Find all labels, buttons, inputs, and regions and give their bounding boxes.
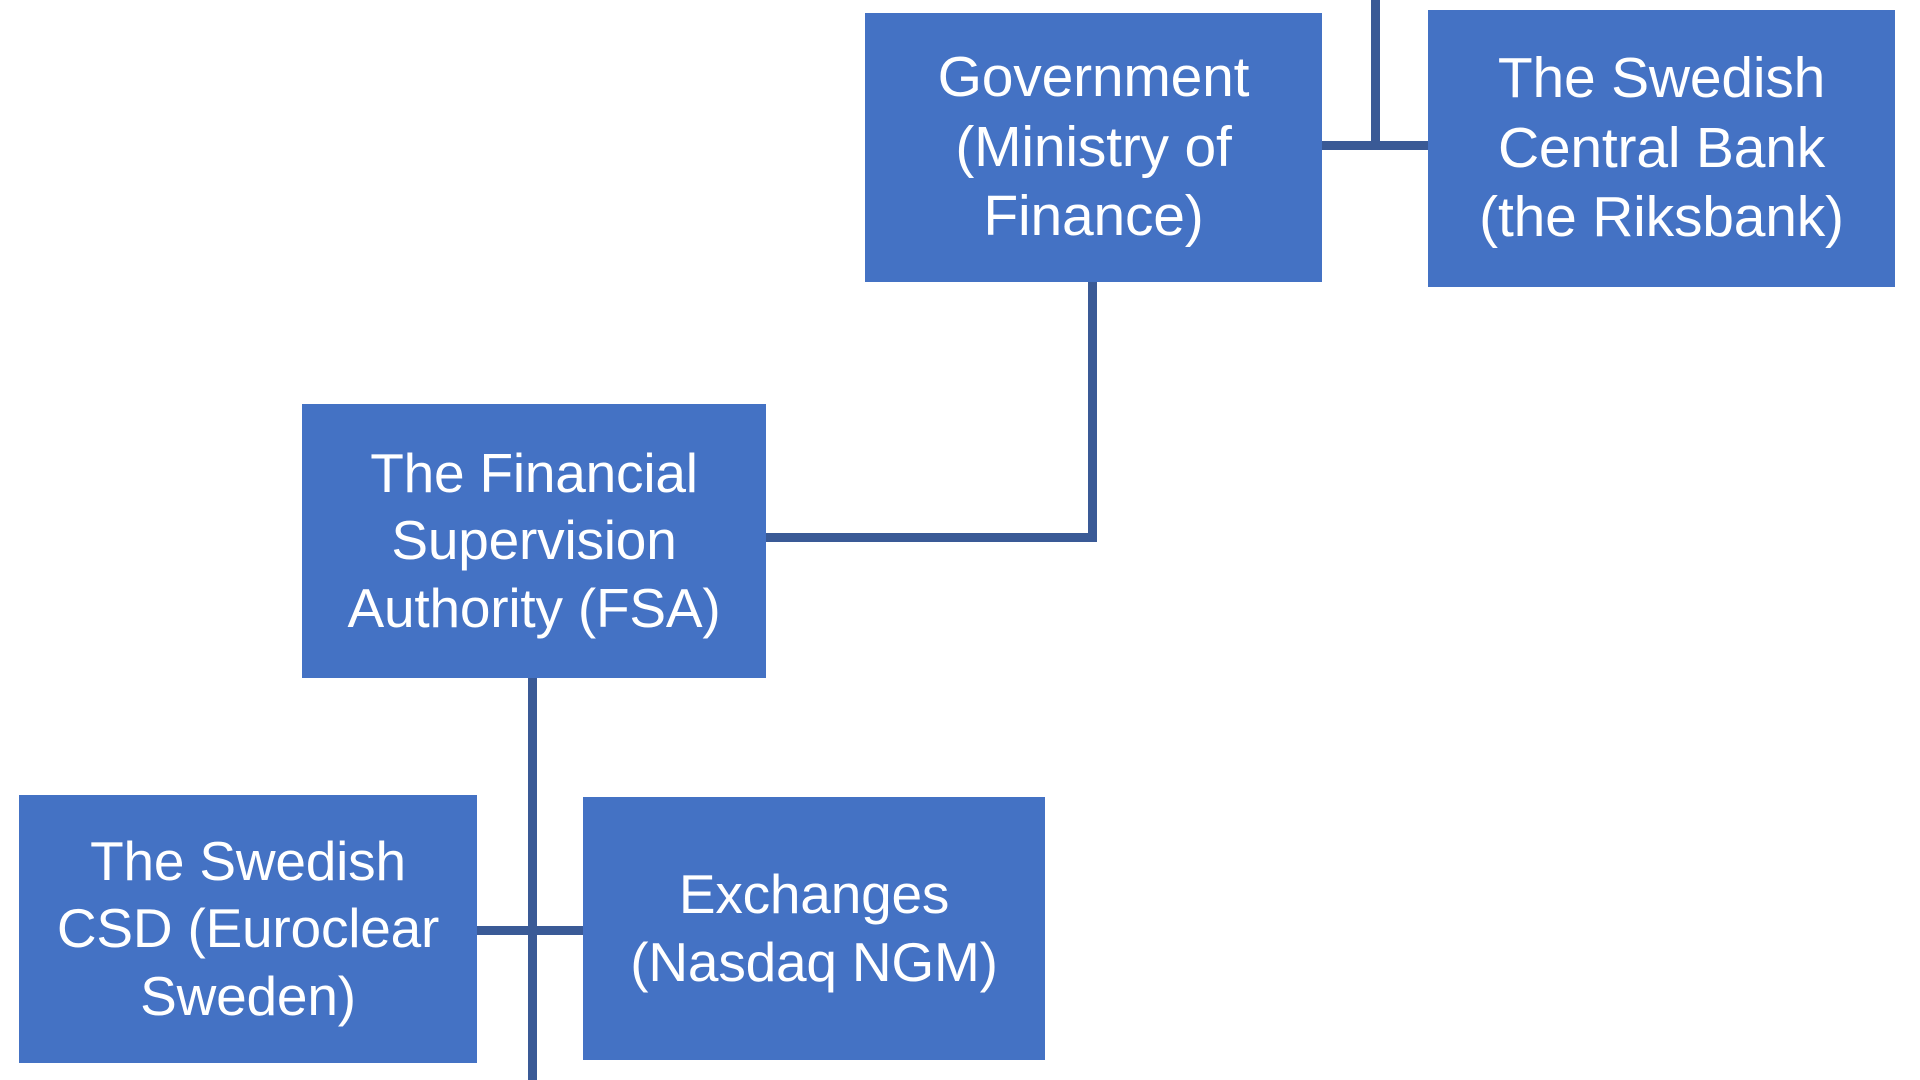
connector-fsa-down [528, 678, 537, 1080]
connector-government-down [1088, 282, 1097, 542]
connector-government-to-central-bank [1318, 141, 1432, 150]
connector-top-vertical [1371, 0, 1380, 150]
node-exchanges[interactable]: Exchanges(Nasdaq NGM) [583, 797, 1045, 1060]
connector-government-to-fsa [762, 533, 1097, 542]
node-exchanges-label: Exchanges(Nasdaq NGM) [630, 863, 998, 993]
connector-csd-to-exchanges [473, 926, 587, 935]
